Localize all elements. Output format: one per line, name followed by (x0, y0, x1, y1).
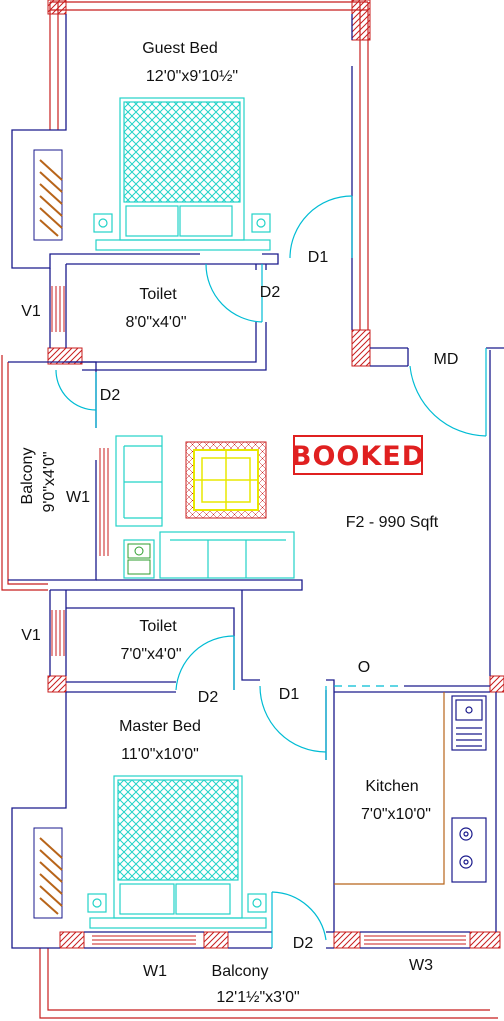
booked-label: BOOKED (291, 441, 425, 472)
doors (55, 195, 487, 948)
opening-labels: D1 D2 V1 MD D2 W1 V1 O D2 D1 D2 W1 W3 (21, 249, 458, 980)
walls (8, 14, 504, 949)
toilet-bottom-name: Toilet (139, 618, 177, 635)
kitchen-name: Kitchen (365, 778, 418, 795)
room-labels: Guest Bed 12'0"x9'10½" Toilet 8'0"x4'0" … (19, 40, 439, 1006)
master-bed-furniture (87, 775, 267, 929)
guest-bed-size: 12'0"x9'10½" (146, 68, 238, 85)
windows (51, 286, 466, 945)
kitchen-size: 7'0"x10'0" (361, 806, 431, 823)
balcony-left-name: Balcony (19, 448, 36, 505)
wardrobe-symbols (33, 149, 63, 919)
toilet-bottom-size: 7'0"x4'0" (120, 646, 181, 663)
columns (47, 0, 504, 949)
d1-master-label: D1 (279, 686, 300, 703)
d2-bottom-toilet-label: D2 (198, 689, 219, 706)
o-label: O (358, 659, 370, 676)
kitchen-counter (334, 692, 487, 885)
toilet-top-name: Toilet (139, 286, 177, 303)
w1-balcony-label: W1 (66, 489, 90, 506)
balcony-left-size: 9'0"x4'0" (41, 451, 58, 512)
v1-top-label: V1 (21, 303, 41, 320)
v1-bottom-label: V1 (21, 627, 41, 644)
stove-icon (451, 817, 487, 883)
d2-balcony-label: D2 (100, 387, 121, 404)
guest-bed-name: Guest Bed (142, 40, 218, 57)
unit-area: F2 - 990 Sqft (346, 514, 439, 531)
toilet-top-size: 8'0"x4'0" (125, 314, 186, 331)
d1-top-label: D1 (308, 249, 329, 266)
d2-top-toilet-label: D2 (260, 284, 281, 301)
coffee-table-icon (185, 441, 267, 519)
booked-stamp: BOOKED (291, 435, 425, 475)
balcony-bottom-name: Balcony (212, 963, 269, 980)
w3-label: W3 (409, 957, 433, 974)
master-bed-size: 11'0"x10'0" (121, 746, 199, 763)
w1-bottom-label: W1 (143, 963, 167, 980)
balcony-bottom-size: 12'1½"x3'0" (216, 989, 299, 1006)
guest-bed-furniture (93, 97, 271, 251)
side-table-icon (127, 543, 151, 575)
master-bed-name: Master Bed (119, 718, 201, 735)
md-label: MD (434, 351, 459, 368)
d2-master-balcony-label: D2 (293, 935, 314, 952)
living-furniture (115, 435, 295, 579)
